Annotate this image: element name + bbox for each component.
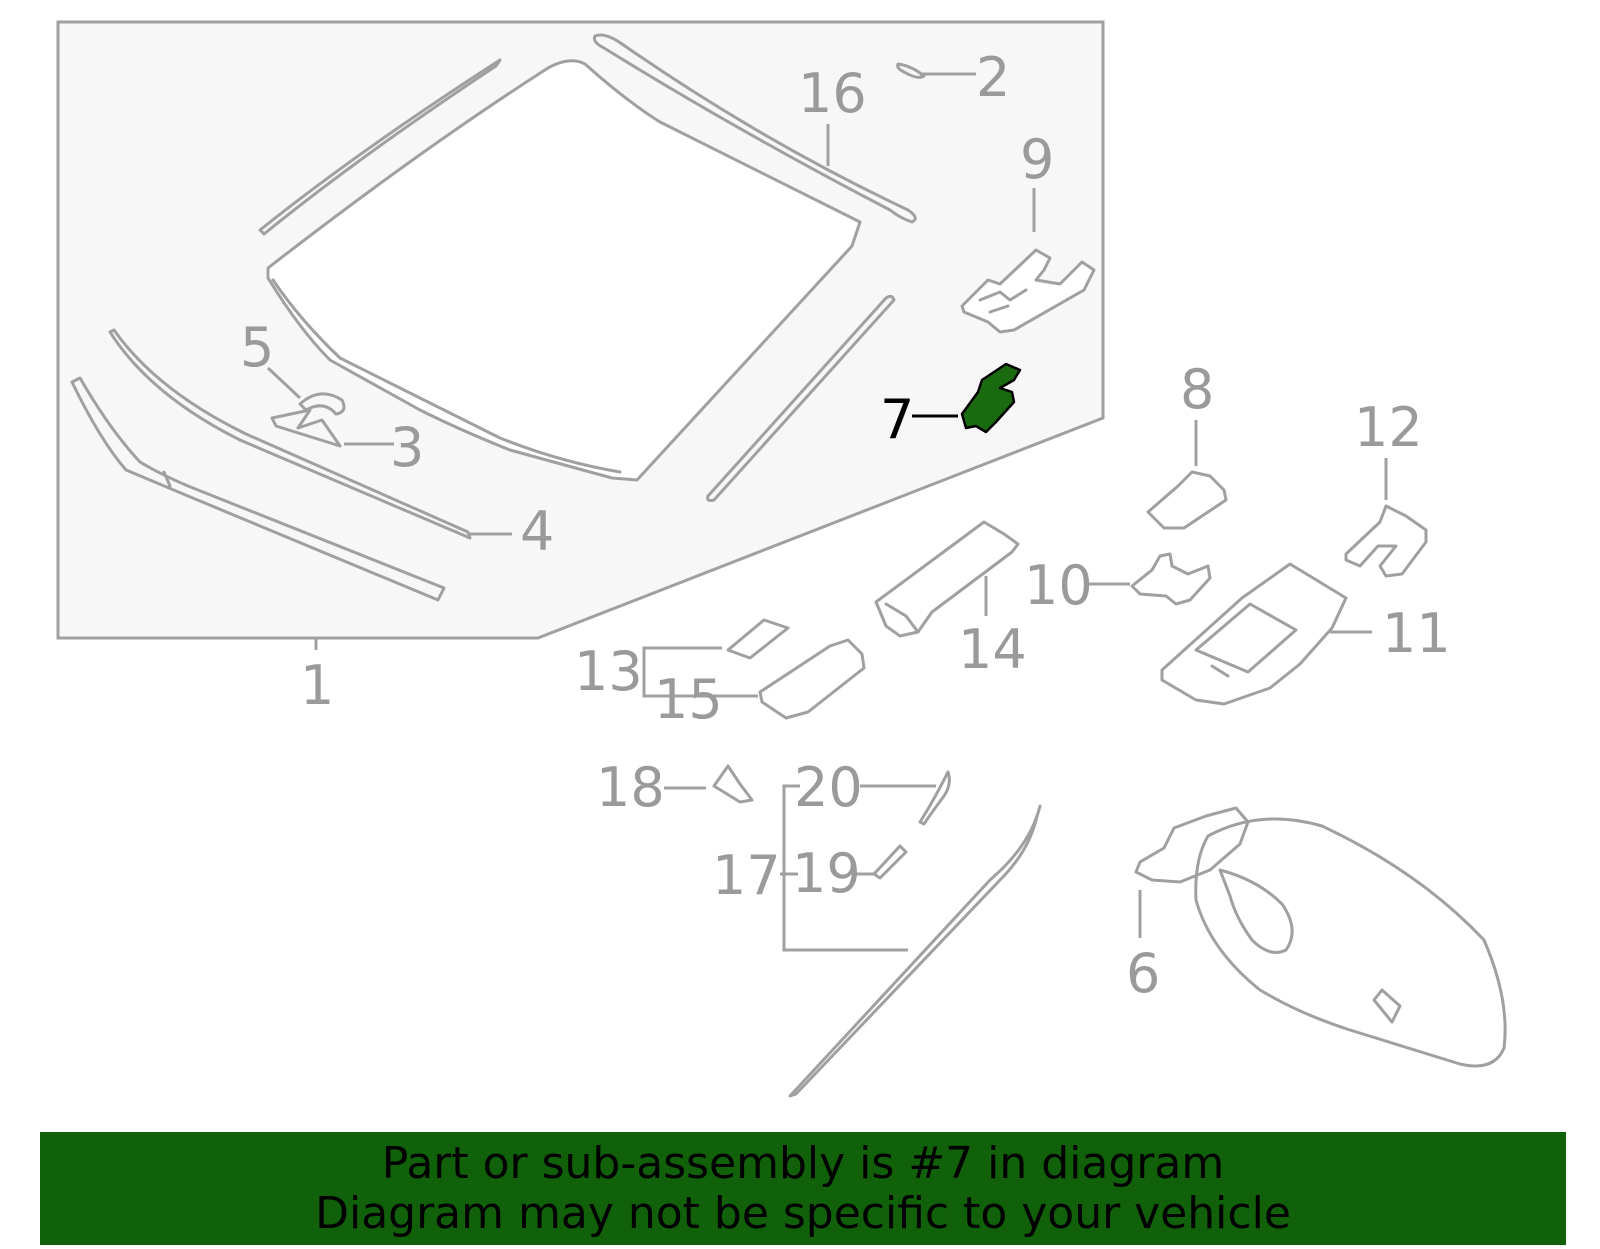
- part-9-detail: [978, 288, 1028, 314]
- part-14-detail: [884, 602, 920, 634]
- part-7-highlighted[interactable]: [960, 362, 1022, 434]
- molding-right-side: [706, 294, 896, 502]
- callout-9: 9: [1020, 128, 1054, 191]
- windshield-glass: [266, 59, 862, 482]
- leader-17-lower: [782, 874, 908, 952]
- part-2-clip: [896, 62, 926, 79]
- leader-5: [266, 366, 302, 400]
- part-5-clip: [298, 392, 346, 416]
- molding-lower-4: [108, 328, 472, 540]
- part-8-clip: [1146, 470, 1228, 530]
- part-11-console: [1160, 562, 1348, 706]
- molding-upper-left: [258, 58, 502, 236]
- part-12-bracket: [1344, 504, 1428, 578]
- callout-12: 12: [1354, 396, 1423, 459]
- cowl-strip: [70, 376, 446, 602]
- callout-17: 17: [712, 844, 781, 907]
- callout-20: 20: [794, 756, 863, 819]
- banner-line-disclaimer: Diagram may not be specific to your vehi…: [315, 1187, 1291, 1239]
- part-20-strip: [918, 770, 951, 826]
- callout-6: 6: [1126, 942, 1160, 1005]
- callout-11: 11: [1382, 602, 1451, 665]
- callout-14: 14: [958, 618, 1027, 681]
- callout-10: 10: [1024, 554, 1093, 617]
- part-15-housing: [758, 638, 866, 720]
- callout-8: 8: [1180, 358, 1214, 421]
- cowl-strip-notch: [162, 470, 172, 488]
- callout-5: 5: [240, 316, 274, 379]
- part-14-cover: [874, 520, 1020, 638]
- part-18-clip: [712, 764, 754, 804]
- callout-16: 16: [798, 62, 867, 125]
- part-6-sensor: [1372, 988, 1402, 1024]
- part-6-mirror: [1194, 817, 1507, 1068]
- part-6-stem: [1218, 868, 1294, 954]
- callout-3: 3: [390, 416, 424, 479]
- part-10-clip: [1130, 552, 1212, 606]
- leader-13-upper: [642, 646, 722, 674]
- banner-line-part: Part or sub-assembly is #7 in diagram: [381, 1137, 1225, 1189]
- leader-13-lower: [642, 674, 758, 698]
- molding-top: [592, 33, 917, 224]
- part-6-mount: [1134, 806, 1250, 884]
- windshield-edge: [271, 278, 622, 474]
- pillar-molding-17: [788, 804, 1042, 1098]
- part-13-pad: [726, 618, 790, 660]
- callout-18: 18: [596, 756, 665, 819]
- part-3-shape: [270, 408, 342, 448]
- callout-13: 13: [574, 640, 643, 703]
- callout-4: 4: [520, 500, 554, 563]
- leader-17-upper: [782, 784, 800, 874]
- callout-15: 15: [654, 668, 723, 731]
- callout-7[interactable]: 7: [880, 388, 914, 451]
- part-11-detail: [1194, 602, 1298, 678]
- callout-2: 2: [976, 46, 1010, 109]
- callout-19: 19: [792, 842, 861, 905]
- part-19-strip: [872, 844, 908, 880]
- callout-1: 1: [300, 654, 334, 717]
- notice-banner: Part or sub-assembly is #7 in diagram Di…: [40, 1132, 1566, 1245]
